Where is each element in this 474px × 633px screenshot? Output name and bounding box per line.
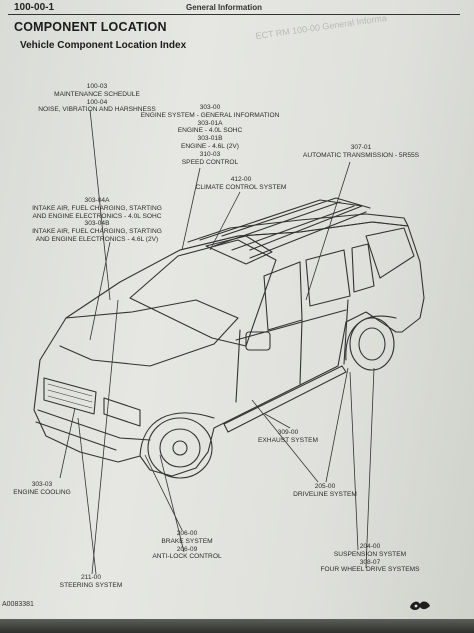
callout-intake: 303-04A Intake Air, Fuel Charging, Start… bbox=[32, 197, 162, 243]
front-wheel bbox=[147, 417, 213, 479]
side-mirror bbox=[245, 331, 271, 351]
page-title: COMPONENT LOCATION bbox=[14, 20, 167, 34]
leader-lines bbox=[59, 109, 375, 575]
running-board bbox=[223, 365, 347, 433]
callout-transmission: 307-01 Automatic Transmission - 5R55S bbox=[302, 144, 420, 159]
callout-brake: 206-00 Brake System 206-09 Anti-Lock Con… bbox=[152, 530, 222, 561]
callout-engine-group: 303-00 Engine System - General Informati… bbox=[140, 104, 280, 166]
windshield bbox=[129, 239, 277, 347]
photo-bottom-edge bbox=[0, 619, 474, 633]
callout-steering: 211-00 Steering System bbox=[59, 574, 123, 589]
publisher-logo-icon bbox=[410, 601, 430, 610]
section-number: 100-00-1 bbox=[14, 2, 55, 13]
callout-climate: 412-00 Climate Control System bbox=[195, 176, 287, 191]
page-subtitle: Vehicle Component Location Index bbox=[20, 40, 187, 51]
manual-section-title: General Information bbox=[186, 3, 263, 12]
callout-exhaust: 309-00 Exhaust System bbox=[258, 429, 318, 444]
rear-wheel bbox=[349, 317, 395, 371]
grille bbox=[43, 377, 97, 415]
callout-maintenance: 100-03 Maintenance Schedule 100-04 Noise… bbox=[38, 83, 156, 114]
vehicle-body-outline bbox=[33, 221, 425, 477]
callout-cooling: 303-03 Engine Cooling bbox=[13, 481, 71, 496]
figure-id: A0083381 bbox=[2, 601, 34, 608]
callout-suspension: 204-00 Suspension System 308-07 Four Whe… bbox=[320, 543, 420, 574]
front-door-window bbox=[263, 261, 303, 331]
callout-driveline: 205-00 Driveline System bbox=[293, 483, 357, 498]
header-rule bbox=[8, 14, 460, 15]
roof-rack bbox=[199, 197, 371, 259]
